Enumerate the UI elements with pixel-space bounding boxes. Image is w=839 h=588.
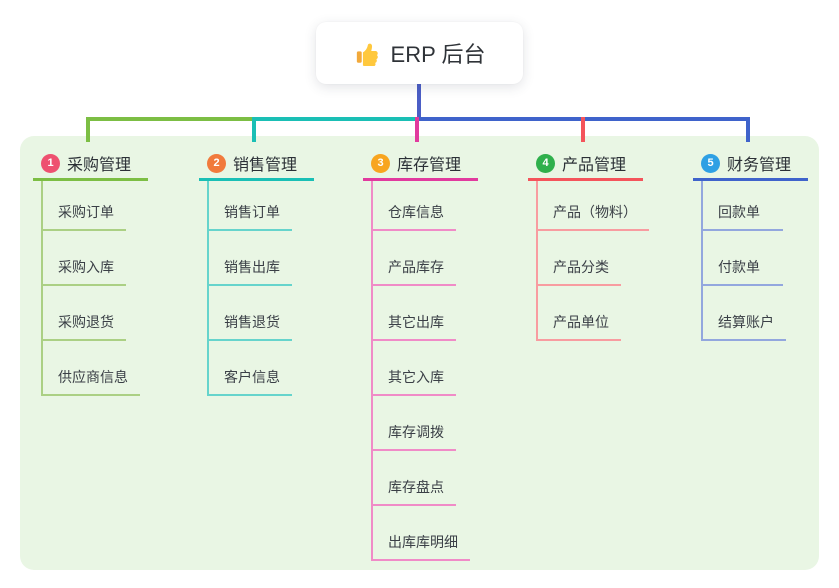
child-node-label: 出库库明细	[388, 534, 458, 550]
child-node[interactable]: 仓库信息	[373, 181, 456, 231]
child-node[interactable]: 产品单位	[538, 286, 621, 341]
connector-drop-branch-5	[746, 117, 750, 142]
child-node[interactable]: 结算账户	[703, 286, 786, 341]
child-node[interactable]: 采购订单	[43, 181, 126, 231]
child-node[interactable]: 销售订单	[209, 181, 292, 231]
child-node-label: 供应商信息	[58, 369, 128, 385]
connector-drop-branch-1	[86, 117, 90, 142]
child-node-label: 产品（物料）	[553, 204, 637, 220]
child-node-label: 产品单位	[553, 314, 609, 330]
child-node-label: 回款单	[718, 204, 760, 220]
child-node-label: 销售出库	[224, 259, 280, 275]
connector-rail-left	[86, 117, 254, 121]
branch-children: 产品（物料） 产品分类产品单位	[536, 181, 649, 341]
child-node-label: 产品库存	[388, 259, 444, 275]
child-node[interactable]: 供应商信息	[43, 341, 140, 396]
branch-4: 4 产品管理 产品（物料） 产品分类产品单位	[528, 148, 649, 341]
child-node-label: 付款单	[718, 259, 760, 275]
branch-children: 仓库信息产品库存其它出库其它入库库存调拨库存盘点出库库明细	[371, 181, 470, 561]
child-node[interactable]: 其它入库	[373, 341, 456, 396]
branch-label: 财务管理	[727, 157, 792, 174]
branch-label: 销售管理	[233, 157, 298, 174]
branch-head-node[interactable]: 4 产品管理	[528, 148, 643, 181]
child-node[interactable]: 销售退货	[209, 286, 292, 341]
branch-1: 1 采购管理 采购订单采购入库采购退货供应商信息	[33, 148, 148, 396]
thumbs-up-icon	[354, 40, 380, 66]
child-node-label: 采购入库	[58, 259, 114, 275]
child-node-label: 采购退货	[58, 314, 114, 330]
branch-3: 3 库存管理 仓库信息产品库存其它出库其它入库库存调拨库存盘点出库库明细	[363, 148, 478, 561]
branch-children: 销售订单销售出库销售退货客户信息	[207, 181, 292, 396]
connector-drop-branch-2	[252, 117, 256, 142]
child-node[interactable]: 出库库明细	[373, 506, 470, 561]
branch-2: 2 销售管理 销售订单销售出库销售退货客户信息	[199, 148, 314, 396]
branch-head-node[interactable]: 2 销售管理	[199, 148, 314, 181]
child-node[interactable]: 产品分类	[538, 231, 621, 286]
branch-label: 产品管理	[562, 157, 627, 174]
child-node-label: 结算账户	[718, 314, 774, 330]
branch-number-badge: 3	[371, 153, 390, 173]
child-node[interactable]: 库存调拨	[373, 396, 456, 451]
root-node[interactable]: ERP 后台	[316, 22, 523, 84]
child-node-label: 客户信息	[224, 369, 280, 385]
root-label: ERP 后台	[390, 42, 486, 67]
connector-drop-branch-3	[415, 117, 419, 142]
child-node-label: 产品分类	[553, 259, 609, 275]
child-node-label: 库存盘点	[388, 479, 444, 495]
branch-number-badge: 5	[701, 153, 720, 173]
child-node[interactable]: 回款单	[703, 181, 783, 231]
child-node-label: 销售订单	[224, 204, 280, 220]
child-node[interactable]: 其它出库	[373, 286, 456, 341]
branch-head-node[interactable]: 5 财务管理	[693, 148, 808, 181]
branch-number-badge: 2	[207, 153, 226, 173]
child-node[interactable]: 库存盘点	[373, 451, 456, 506]
child-node[interactable]: 付款单	[703, 231, 783, 286]
branch-children: 回款单付款单结算账户	[701, 181, 786, 341]
connector-root-stem	[417, 84, 421, 121]
mindmap-panel	[20, 136, 819, 570]
child-node[interactable]: 产品（物料）	[538, 181, 649, 231]
branch-5: 5 财务管理 回款单付款单结算账户	[693, 148, 808, 341]
branch-number-badge: 1	[41, 153, 60, 173]
child-node-label: 仓库信息	[388, 204, 444, 220]
child-node[interactable]: 客户信息	[209, 341, 292, 396]
branch-label: 库存管理	[397, 157, 462, 174]
branch-number-badge: 4	[536, 153, 555, 173]
child-node-label: 其它入库	[388, 369, 444, 385]
branch-head-node[interactable]: 1 采购管理	[33, 148, 148, 181]
child-node-label: 库存调拨	[388, 424, 444, 440]
branch-children: 采购订单采购入库采购退货供应商信息	[41, 181, 140, 396]
child-node[interactable]: 采购退货	[43, 286, 126, 341]
child-node[interactable]: 产品库存	[373, 231, 456, 286]
branch-label: 采购管理	[67, 157, 132, 174]
branch-head-node[interactable]: 3 库存管理	[363, 148, 478, 181]
child-node[interactable]: 采购入库	[43, 231, 126, 286]
connector-rail-middle	[252, 117, 416, 121]
connector-drop-branch-4	[581, 117, 585, 142]
child-node[interactable]: 销售出库	[209, 231, 292, 286]
child-node-label: 采购订单	[58, 204, 114, 220]
child-node-label: 其它出库	[388, 314, 444, 330]
child-node-label: 销售退货	[224, 314, 280, 330]
